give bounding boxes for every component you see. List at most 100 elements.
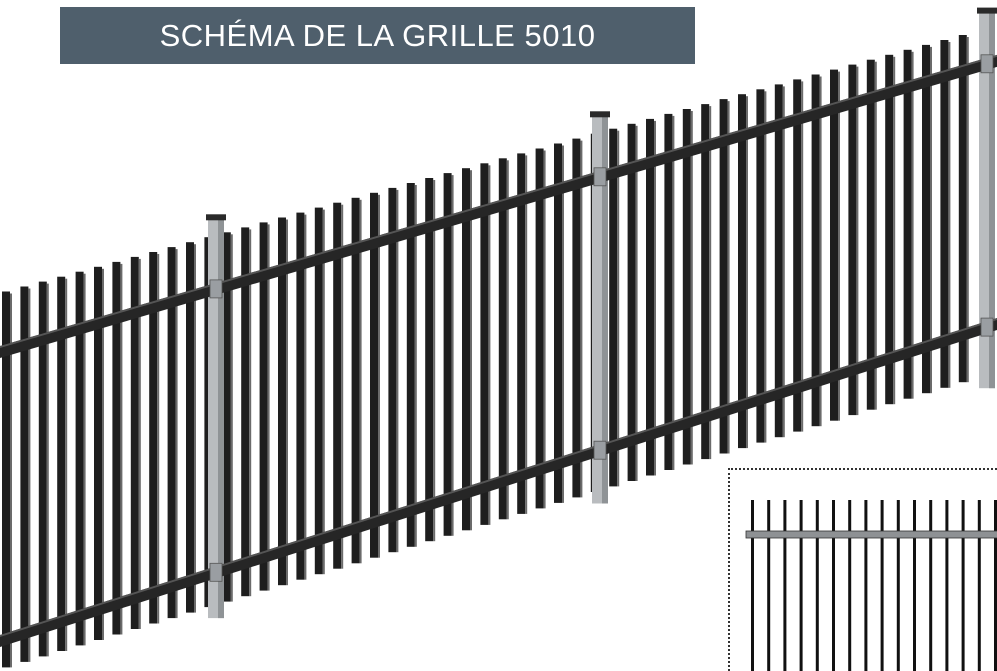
fence-pale [701,104,710,460]
detail-pale [945,500,949,671]
fence-pale-side [286,219,288,586]
fence-pale-side [488,165,491,525]
fence-pale [94,266,102,640]
fence-pale [535,148,544,509]
detail-pale [815,500,819,671]
fence-pale-side [230,234,233,602]
fence-pale [370,192,378,558]
diagram-title: SCHÉMA DE LA GRILLE 5010 [159,17,596,53]
fence-brackets [209,54,994,582]
detail-pales [751,500,997,671]
fence-pale [130,256,139,629]
fence-pale [278,217,286,586]
detail-rail [745,530,997,539]
fence-rail-bracket [593,167,607,187]
fence-pale [351,197,360,564]
fence-pale-side [690,111,693,465]
fence-pale [903,49,912,399]
detail-pale [977,500,981,671]
fence-pale [885,54,894,405]
fence-pale [406,183,415,547]
fence-pale-side [378,194,380,558]
fence-pale-side [46,283,49,657]
detail-pale [767,500,771,671]
fence-rail-bracket [980,54,994,74]
fence-pale [20,286,29,662]
fence-pale-side [102,268,104,640]
fence-pale-side [930,46,932,394]
fence-pale [498,158,507,520]
fence-pale [682,109,691,465]
fence-rail-highlight [0,318,997,637]
fence-pale-side [396,189,399,553]
fence-pale [443,173,452,536]
fence-pale-side [451,175,454,536]
fence-pale-side [654,120,656,476]
fence-pale-side [819,76,822,427]
fence-pale-side [635,125,638,482]
fence-pales [2,35,969,668]
fence-pale-side [175,249,178,619]
fence-pale-side [966,37,969,383]
fence-post-shade [602,115,608,504]
fence-pale-side [764,91,767,443]
fence-pale-side [194,244,196,613]
fence-pale [222,232,231,602]
fence-pale-side [433,180,436,542]
fence-pale [149,252,158,624]
fence-pale-side [10,293,12,668]
fence-rail-bracket [593,440,607,460]
fence-lower-rail [0,318,997,647]
fence-pale [425,178,434,542]
fence-pale-side [746,96,748,449]
detail-rail-bar [745,530,997,539]
fence-pale-side [580,140,583,498]
fence-pale [333,202,342,569]
fence-pale-side [617,130,620,487]
fence-upper-rail [0,54,997,359]
fence-pale-side [304,214,307,580]
fence-rail-highlight [0,54,997,349]
detail-pale [880,500,884,671]
detail-pale [799,500,803,671]
fence-pale [388,187,397,553]
fence-rails [0,54,997,647]
fence-pale-side [782,86,785,438]
fence-pale-side [543,150,546,509]
fence-pale [830,69,838,421]
fence-pale [572,138,581,498]
fence-pale-side [322,209,325,575]
fence-pale-side [267,224,270,591]
fence-rail-bracket [980,317,994,337]
fence-pale-side [341,204,344,569]
detail-pale [994,500,997,671]
fence-pale [793,79,802,432]
fence-pale [186,242,194,613]
fence-pale-side [801,81,804,432]
fence-pale [646,118,654,476]
fence-post-shade [218,218,224,619]
detail-inset [728,468,997,671]
fence-pale-side [414,185,417,547]
fence-posts [206,7,997,619]
fence-pale [609,128,618,487]
fence-pale [811,74,820,427]
fence-pale [112,261,121,635]
fence-pale-side [874,61,877,410]
fence-pale [241,227,250,597]
fence-pale [738,94,746,449]
fence-pale [480,163,489,525]
fence-pale [75,271,84,646]
detail-pale [832,500,835,671]
fence-pale-side [727,101,730,454]
detail-pale [961,500,965,671]
fence-pale-side [120,263,123,635]
fence-pale-side [138,258,141,629]
fence-pale [922,44,930,394]
fence-pale [314,207,323,575]
fence-pale [627,123,636,482]
fence-pale-side [249,229,252,597]
fence-pale [462,168,470,531]
fence-post-cap [206,214,226,221]
